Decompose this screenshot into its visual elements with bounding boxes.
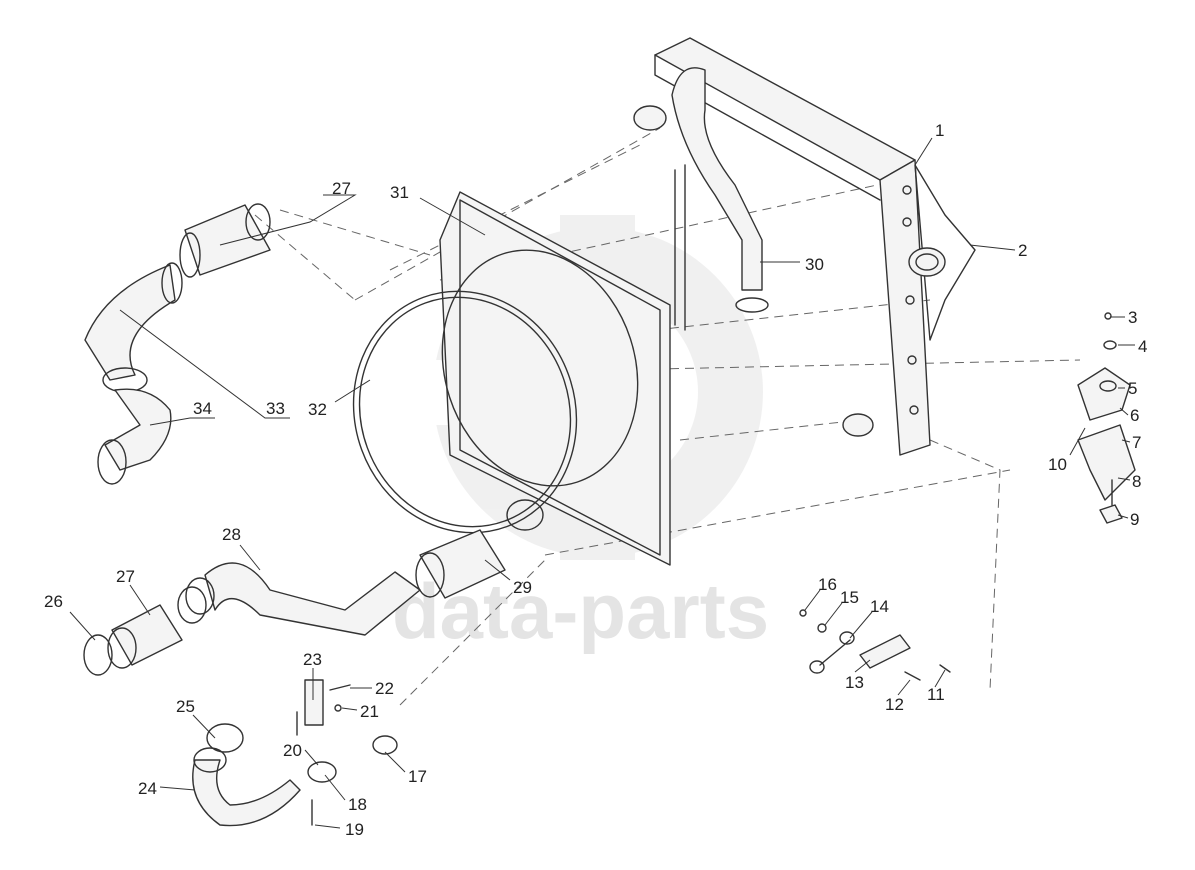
callout-9: 9 bbox=[1130, 510, 1139, 529]
callout-16: 16 bbox=[818, 575, 837, 594]
callout-27-lower: 27 bbox=[116, 567, 135, 586]
callout-3: 3 bbox=[1128, 308, 1137, 327]
callout-15: 15 bbox=[840, 588, 859, 607]
callout-labels: 1 2 3 4 5 6 7 8 9 10 11 12 13 14 15 16 1… bbox=[44, 121, 1147, 839]
callout-14: 14 bbox=[870, 597, 889, 616]
callout-24: 24 bbox=[138, 779, 157, 798]
callout-18: 18 bbox=[348, 795, 367, 814]
callout-12: 12 bbox=[885, 695, 904, 714]
upper-left-hose-assembly bbox=[84, 203, 271, 485]
lower-long-hose bbox=[185, 499, 544, 636]
callout-2: 2 bbox=[1018, 241, 1027, 260]
callout-10: 10 bbox=[1048, 455, 1067, 474]
callout-17: 17 bbox=[408, 767, 427, 786]
callout-7: 7 bbox=[1132, 433, 1141, 452]
callout-4: 4 bbox=[1138, 337, 1147, 356]
callout-29: 29 bbox=[513, 578, 532, 597]
bottom-left-elbow bbox=[192, 723, 301, 827]
callout-33: 33 bbox=[266, 399, 285, 418]
callout-leaders bbox=[69, 137, 1135, 829]
callout-22: 22 bbox=[375, 679, 394, 698]
callout-28: 28 bbox=[222, 525, 241, 544]
callout-23: 23 bbox=[303, 650, 322, 669]
radiator-core bbox=[633, 37, 976, 456]
callout-13: 13 bbox=[845, 673, 864, 692]
callout-8: 8 bbox=[1132, 472, 1141, 491]
callout-21: 21 bbox=[360, 702, 379, 721]
callout-27-upper: 27 bbox=[332, 179, 351, 198]
shroud-ring-seal bbox=[352, 290, 578, 534]
callout-31: 31 bbox=[390, 183, 409, 202]
upper-hose bbox=[671, 67, 769, 313]
fan-shroud bbox=[439, 191, 671, 566]
callout-25: 25 bbox=[176, 697, 195, 716]
callout-20: 20 bbox=[283, 741, 302, 760]
callout-32: 32 bbox=[308, 400, 327, 419]
callout-26: 26 bbox=[44, 592, 63, 611]
lower-left-coupling bbox=[83, 586, 207, 676]
callout-5: 5 bbox=[1128, 379, 1137, 398]
callout-30: 30 bbox=[805, 255, 824, 274]
callout-34: 34 bbox=[193, 399, 212, 418]
callout-19: 19 bbox=[345, 820, 364, 839]
hardware-parts bbox=[296, 312, 1136, 826]
callout-6: 6 bbox=[1130, 406, 1139, 425]
callout-11: 11 bbox=[927, 685, 945, 704]
callout-1: 1 bbox=[935, 121, 944, 140]
